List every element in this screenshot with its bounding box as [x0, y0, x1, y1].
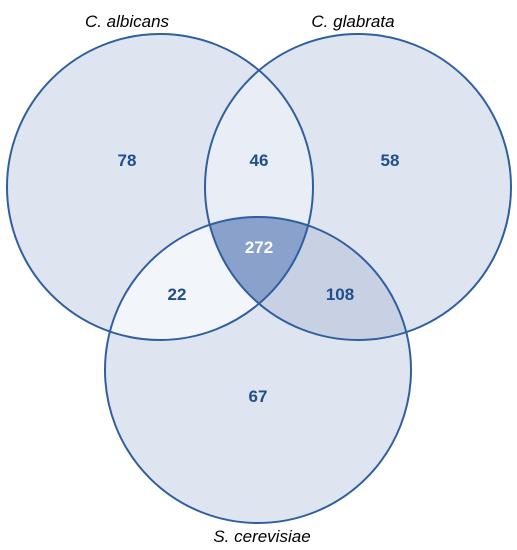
set-label-s-cerevisiae: S. cerevisiae: [213, 527, 310, 546]
value-all-three: 272: [245, 238, 273, 257]
value-albicans-cerevisiae: 22: [168, 285, 187, 304]
value-cerevisiae-only: 67: [249, 387, 268, 406]
region-bc-fill: [205, 217, 411, 340]
value-glabrata-cerevisiae: 108: [326, 285, 354, 304]
circle-c-albicans-outline: [6, 33, 314, 341]
set-label-c-albicans: C. albicans: [85, 12, 170, 31]
value-albicans-only: 78: [118, 151, 137, 170]
circle-c-glabrata-outline: [204, 33, 512, 341]
value-albicans-glabrata: 46: [250, 151, 269, 170]
set-label-c-glabrata: C. glabrata: [311, 12, 394, 31]
region-ac-fill: [105, 217, 313, 340]
circle-s-cerevisiae-outline: [104, 216, 412, 524]
value-glabrata-only: 58: [381, 151, 400, 170]
